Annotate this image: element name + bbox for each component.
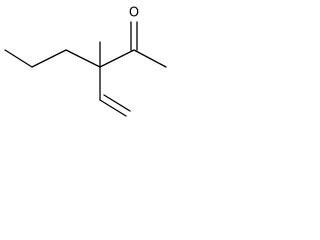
bond-c2-c3 [31,49,67,68]
bond-c3-c4 [65,49,101,68]
structure-diagram: O [4,6,167,117]
bond-c8-c9-a [99,99,127,117]
bond-c1-c2 [4,49,33,68]
atom-label-oxygen: O [129,6,139,21]
bond-c5-c6 [133,49,167,68]
bond-c4-c5 [99,49,135,68]
bond-c8-c9-b [103,94,131,112]
